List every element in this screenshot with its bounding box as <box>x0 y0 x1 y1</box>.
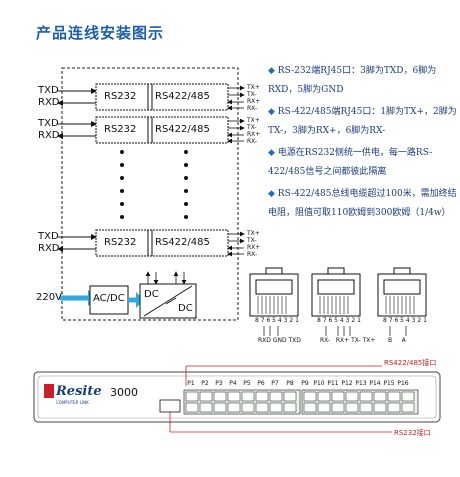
pin-numbers-rs232: 8 7 6 5 4 3 2 1 <box>255 317 299 324</box>
port-label: P11 <box>327 380 339 387</box>
notes-list: ◆ RS-232端RJ45口：3脚为TXD，6脚为RXD，5脚为GND ◆ RS… <box>268 62 458 226</box>
channel-1 <box>57 83 229 111</box>
rs485-pin-labels: B A <box>388 337 406 344</box>
note-item: ◆ RS-422/485总线电缆超过100米，需加终结电阻，阻值可取110欧姆到… <box>268 189 457 218</box>
txd-label-ch16: TXD <box>38 231 59 242</box>
power-input-label: 220V <box>36 292 62 303</box>
txd-label-ch1: TXD <box>38 85 59 96</box>
rs422-label-ch16: RS422/485 <box>155 237 210 248</box>
enclosure-outline <box>61 67 239 321</box>
note-item: ◆ 电源在RS232侧统一供电，每一路RS-422/485信号之间都彼此隔离 <box>268 148 433 177</box>
port-label: P6 <box>257 380 265 387</box>
note-item: ◆ RS-422/485端RJ45口：1脚为TX+，2脚为TX-，3脚为RX+，… <box>268 107 457 136</box>
port-label: P7 <box>271 380 279 387</box>
port-label: P14 <box>369 380 381 387</box>
out-pins-ch1: TX+TX-RX+RX- <box>247 84 261 112</box>
rj45-connector-rs422 <box>311 267 361 317</box>
port-label: P2 <box>201 380 209 387</box>
pin-numbers-rs422: 8 7 6 5 4 3 2 1 <box>317 317 361 324</box>
rs422-label-ch2: RS422/485 <box>155 124 210 135</box>
rxd-label-ch16: RXD <box>38 243 60 254</box>
rs422-port-label: RS422/485接口 <box>384 359 437 367</box>
dc-out-label: DC <box>178 303 193 314</box>
acdc-label: AC/DC <box>93 293 125 304</box>
port-label: P12 <box>341 380 353 387</box>
channel-outputs <box>227 85 245 257</box>
pin-numbers-rs485: 8 7 6 5 4 3 2 1 <box>383 317 427 324</box>
port-label: P16 <box>397 380 409 387</box>
rs232-port-label: RS232接口 <box>394 429 431 437</box>
rs232-label-ch1: RS232 <box>104 91 137 102</box>
port-label: P9 <box>301 380 309 387</box>
rxd-label-ch2: RXD <box>38 130 60 141</box>
brand-name: Resite <box>56 384 102 399</box>
page-title: 产品连线安装图示 <box>36 24 165 42</box>
out-pins-ch2: TX+TX-RX+RX- <box>247 117 261 145</box>
port-label: P1 <box>187 380 195 387</box>
rs232-label-ch2: RS232 <box>104 124 137 135</box>
port-label: P10 <box>313 380 325 387</box>
rs232-pin-labels: RXD GND TXD <box>258 337 301 344</box>
channel-2 <box>57 116 229 144</box>
port-label: P8 <box>286 380 294 387</box>
rs232-label-ch16: RS232 <box>104 237 137 248</box>
continuation-dots <box>120 150 188 219</box>
rs422-pin-labels: RX- RX+ TX- TX+ <box>320 337 376 344</box>
rxd-label-ch1: RXD <box>38 97 60 108</box>
channel-16 <box>57 229 229 257</box>
port-label: P15 <box>383 380 395 387</box>
model-number: 3000 <box>110 386 138 399</box>
port-labels: P1 P2 P3 P4 P5 P6 P7 P8 P9 P10 P11 P12 P… <box>184 380 418 387</box>
acdc-box <box>89 285 129 315</box>
port-label: P3 <box>215 380 223 387</box>
out-pins-ch16: TX+TX-RX+RX- <box>247 230 261 258</box>
note-item: ◆ RS-232端RJ45口：3脚为TXD，6脚为RXD，5脚为GND <box>268 66 437 95</box>
port-label: P4 <box>229 380 237 387</box>
txd-label-ch2: TXD <box>38 118 59 129</box>
port-label: P5 <box>243 380 251 387</box>
rs422-label-ch1: RS422/485 <box>155 91 210 102</box>
port-label: P13 <box>355 380 367 387</box>
brand-subtitle: COMPUTER LINK <box>56 400 89 405</box>
dc-in-label: DC <box>144 289 159 300</box>
brand-logo-mark <box>44 384 54 398</box>
rs232-port-front <box>159 399 181 413</box>
